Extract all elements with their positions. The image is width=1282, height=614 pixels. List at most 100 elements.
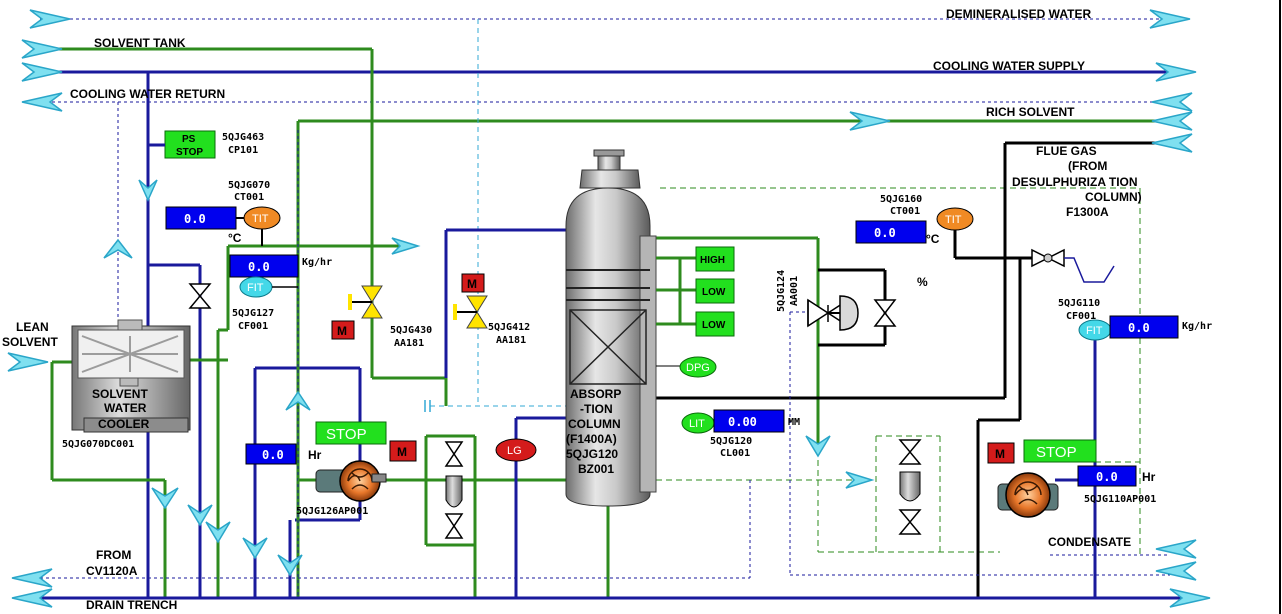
arrow-cw-return-left (21, 92, 63, 112)
arrow-demineralised-out (1149, 9, 1191, 29)
fit-right-value: 0.0 (1128, 321, 1150, 335)
ps-stop-tag-1: 5QJG463 (222, 132, 264, 143)
level-switch-high[interactable]: HIGH (695, 246, 735, 272)
arrow-right-fit (391, 237, 421, 255)
level-switch-low-1-label: LOW (702, 287, 726, 298)
valve-412-tag-2: AA181 (496, 335, 526, 346)
arrow-down-3 (205, 521, 231, 544)
ps-stop-label-2: STOP (176, 147, 203, 158)
label-cooling-water-return: COOLING WATER RETURN (70, 87, 225, 101)
level-switch-low-2-label: LOW (702, 320, 726, 331)
motor-430[interactable]: M (331, 320, 355, 340)
absorption-column[interactable] (565, 149, 657, 507)
pump-right-tag: 5QJG110AP001 (1084, 494, 1156, 505)
pump-right-hours: 0.0 (1096, 470, 1118, 484)
fit-left-symbol: FIT (247, 282, 264, 294)
arrow-drain-left (11, 588, 53, 608)
control-valve-412[interactable] (453, 295, 488, 329)
label-flue-gas: FLUE GAS (FROM DESULPHURIZA TION COLUMN)… (1012, 144, 1142, 219)
arrow-rich-solvent-mid (849, 111, 891, 131)
arrow-down-cooling (138, 179, 158, 202)
pump-left[interactable] (315, 460, 387, 502)
dpg-label: DPG (686, 362, 710, 374)
arrow-lean-solvent (7, 352, 49, 372)
motor-412[interactable]: M (461, 273, 485, 293)
arrow-up-cooler (103, 238, 133, 259)
control-valve-124[interactable] (807, 295, 859, 331)
strainer-right[interactable] (898, 439, 922, 535)
motor-right-pump[interactable]: M (987, 442, 1015, 464)
pump-right[interactable] (997, 472, 1059, 518)
cooler-label-1: SOLVENT (92, 387, 148, 401)
pump-right-hours-unit: Hr (1142, 470, 1156, 484)
motor-left-pump[interactable]: M (389, 440, 417, 462)
stop-right-label: STOP (1036, 444, 1077, 461)
tit-right-icon[interactable] (936, 207, 974, 231)
arrow-flue-gas-in (1151, 133, 1193, 153)
arrow-cw-supply-out (1155, 62, 1197, 82)
arrow-down-5 (277, 554, 303, 577)
svg-text:COLUMN: COLUMN (568, 417, 621, 431)
stop-button-left-pump[interactable]: STOP (315, 421, 387, 445)
svg-text:FLUE GAS: FLUE GAS (1036, 144, 1097, 158)
fit-right-symbol: FIT (1086, 325, 1103, 337)
ps-stop-tag-2: CP101 (228, 145, 258, 156)
arrow-down-2 (187, 504, 213, 527)
control-valve-430[interactable] (348, 285, 383, 319)
lit-value-box (713, 409, 785, 433)
lit-unit: MM (788, 417, 800, 428)
arrow-right-condensate (845, 471, 875, 489)
arrow-up-pump (285, 390, 311, 411)
arrow-condensate-2 (1155, 561, 1197, 581)
svg-text:5QJG120: 5QJG120 (566, 447, 618, 461)
tit-left-tag-2: CT001 (234, 192, 264, 203)
svg-text:F1300A: F1300A (1066, 205, 1109, 219)
arrow-condensate-1 (1155, 539, 1197, 559)
solvent-water-cooler[interactable]: SOLVENT WATER COOLER (71, 319, 191, 433)
svg-text:CV1120A: CV1120A (86, 564, 138, 578)
fit-left-tag-2: CF001 (238, 321, 268, 332)
arrow-cw-return-right (1151, 92, 1193, 112)
svg-text:BZ001: BZ001 (578, 462, 614, 476)
arrow-rich-solvent-right (1151, 111, 1193, 131)
valve-430-tag-1: 5QJG430 (390, 325, 432, 336)
svg-text:(F1400A): (F1400A) (566, 432, 617, 446)
strainer-left[interactable] (444, 441, 464, 539)
arrow-down-column (805, 435, 831, 458)
svg-text:FROM: FROM (96, 548, 131, 562)
cooler-label-3: COOLER (98, 417, 150, 431)
lit-value: 0.00 (728, 415, 757, 429)
ps-stop-button[interactable]: PS STOP (164, 130, 216, 159)
valve-124-tag-2: AA001 (789, 276, 800, 306)
fit-right-value-box (1109, 315, 1179, 339)
fit-left-tag-1: 5QJG127 (232, 308, 274, 319)
tit-right-unit: °C (926, 232, 940, 246)
fit-left-value-box (229, 254, 299, 278)
label-cooling-water-supply: COOLING WATER SUPPLY (933, 59, 1085, 73)
dpg-instrument[interactable]: DPG (656, 356, 717, 378)
pump-left-tag: 5QJG126AP001 (296, 506, 368, 517)
pump-left-hours-box (245, 443, 297, 465)
flue-gas-valve[interactable] (1031, 248, 1065, 268)
arrow-solvent-tank (21, 39, 63, 59)
manual-valve-left[interactable] (188, 283, 212, 309)
label-drain-trench: DRAIN TRENCH (86, 598, 177, 612)
stop-button-right-pump[interactable]: STOP (1023, 439, 1097, 463)
manual-valve-124-bypass[interactable] (873, 299, 897, 327)
level-switch-low-1[interactable]: LOW (695, 278, 735, 304)
lg-label: LG (507, 445, 522, 457)
fit-right-tag-2: CF001 (1066, 311, 1096, 322)
valve-124-unit: % (917, 275, 928, 289)
pump-left-hours: 0.0 (262, 448, 284, 462)
fit-right-unit: Kg/hr (1182, 321, 1212, 332)
arrow-cw-supply-in (21, 62, 63, 82)
level-switch-low-2[interactable]: LOW (695, 311, 735, 337)
lg-instrument[interactable]: LG (495, 438, 537, 462)
label-from-cv: FROM CV1120A (86, 548, 138, 578)
cooler-label-2: WATER (104, 401, 147, 415)
lit-instrument[interactable]: LIT (681, 412, 715, 434)
tit-left-value: 0.0 (184, 212, 206, 226)
ps-stop-label-1: PS (182, 134, 196, 145)
valve-412-tag-1: 5QJG412 (488, 322, 530, 333)
